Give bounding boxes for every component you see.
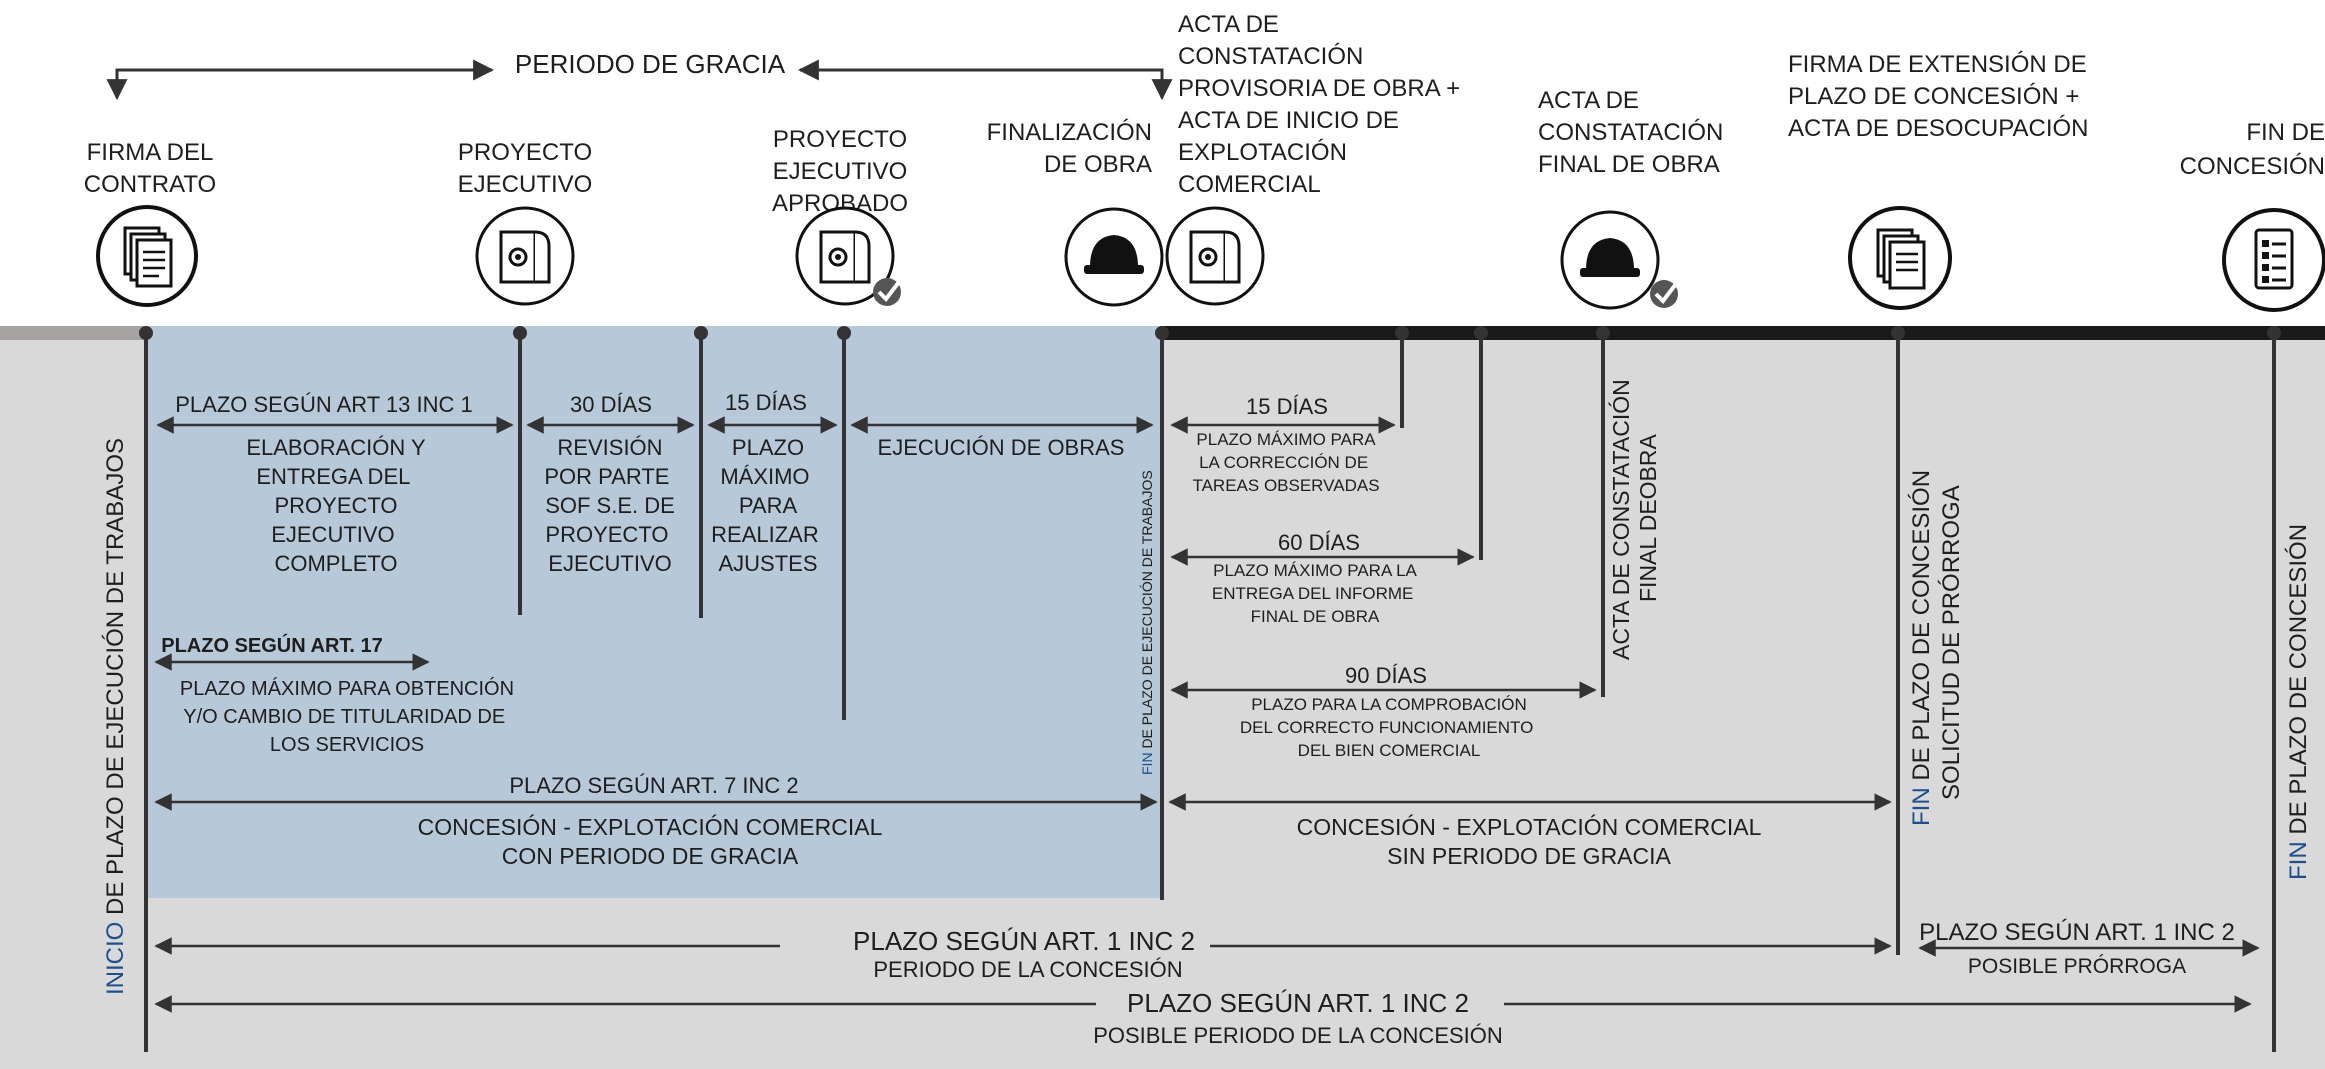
label-60-dias: 60 DÍAS <box>1278 530 1360 555</box>
blueprint-icon <box>1165 206 1265 306</box>
timeline-bar-main <box>1160 326 2325 340</box>
label-15-dias-ajustes: 15 DÍAS <box>725 390 807 415</box>
timeline-bar-grace <box>148 326 1160 340</box>
grace-period-arrows <box>106 59 1173 101</box>
document-icon <box>96 205 198 307</box>
vertical-solicitud-prorroga: SOLICITUD DE PRÓRROGA <box>1938 485 1965 800</box>
label-30-dias: 30 DÍAS <box>570 392 652 417</box>
timeline-bar-start <box>0 326 148 340</box>
vertical-inicio-plazo: INICIO DE PLAZO DE EJECUCIÓN DE TRABAJOS <box>102 438 129 995</box>
hardhat-icon <box>1064 207 1164 307</box>
label-90-dias: 90 DÍAS <box>1345 663 1427 688</box>
label-posible-prorroga: POSIBLE PRÓRROGA <box>1968 955 2186 978</box>
document-icon <box>1848 206 1952 310</box>
label-15-dias-correccion: 15 DÍAS <box>1246 394 1328 419</box>
grace-period-title: PERIODO DE GRACIA <box>515 49 786 79</box>
label-art1-prorroga: PLAZO SEGÚN ART. 1 INC 2 <box>1919 919 2235 946</box>
blueprint-icon <box>475 206 575 306</box>
span-arrows <box>154 416 2260 1013</box>
vertical-fin-ejecucion: FIN DE PLAZO DE EJECUCIÓN DE TRABAJOS <box>1139 470 1155 775</box>
label-art1-periodo: PLAZO SEGÚN ART. 1 INC 2 <box>853 926 1195 956</box>
label-art7: PLAZO SEGÚN ART. 7 INC 2 <box>509 773 798 798</box>
vertical-fin-concesion: FIN DE PLAZO DE CONCESIÓN <box>2285 524 2312 880</box>
vertical-fin-plazo-concesion: FIN DE PLAZO DE CONCESIÓN <box>1908 470 1935 826</box>
label-art17: PLAZO SEGÚN ART. 17 <box>161 633 383 657</box>
label-art13: PLAZO SEGÚN ART 13 INC 1 <box>175 392 473 417</box>
label-periodo-concesion: PERIODO DE LA CONCESIÓN <box>873 957 1182 982</box>
approved-blueprint-icon <box>795 206 907 306</box>
timeline-dots <box>139 326 2281 340</box>
checklist-icon <box>2222 208 2325 312</box>
vertical-acta-final: ACTA DE CONSTATACIÓNFINAL DEOBRA <box>1608 379 1661 660</box>
label-posible-periodo: POSIBLE PERIODO DE LA CONCESIÓN <box>1093 1023 1503 1048</box>
label-ejecucion-obras: EJECUCIÓN DE OBRAS <box>878 435 1125 460</box>
label-art1-posible: PLAZO SEGÚN ART. 1 INC 2 <box>1127 988 1469 1018</box>
approved-hardhat-icon <box>1560 210 1684 310</box>
